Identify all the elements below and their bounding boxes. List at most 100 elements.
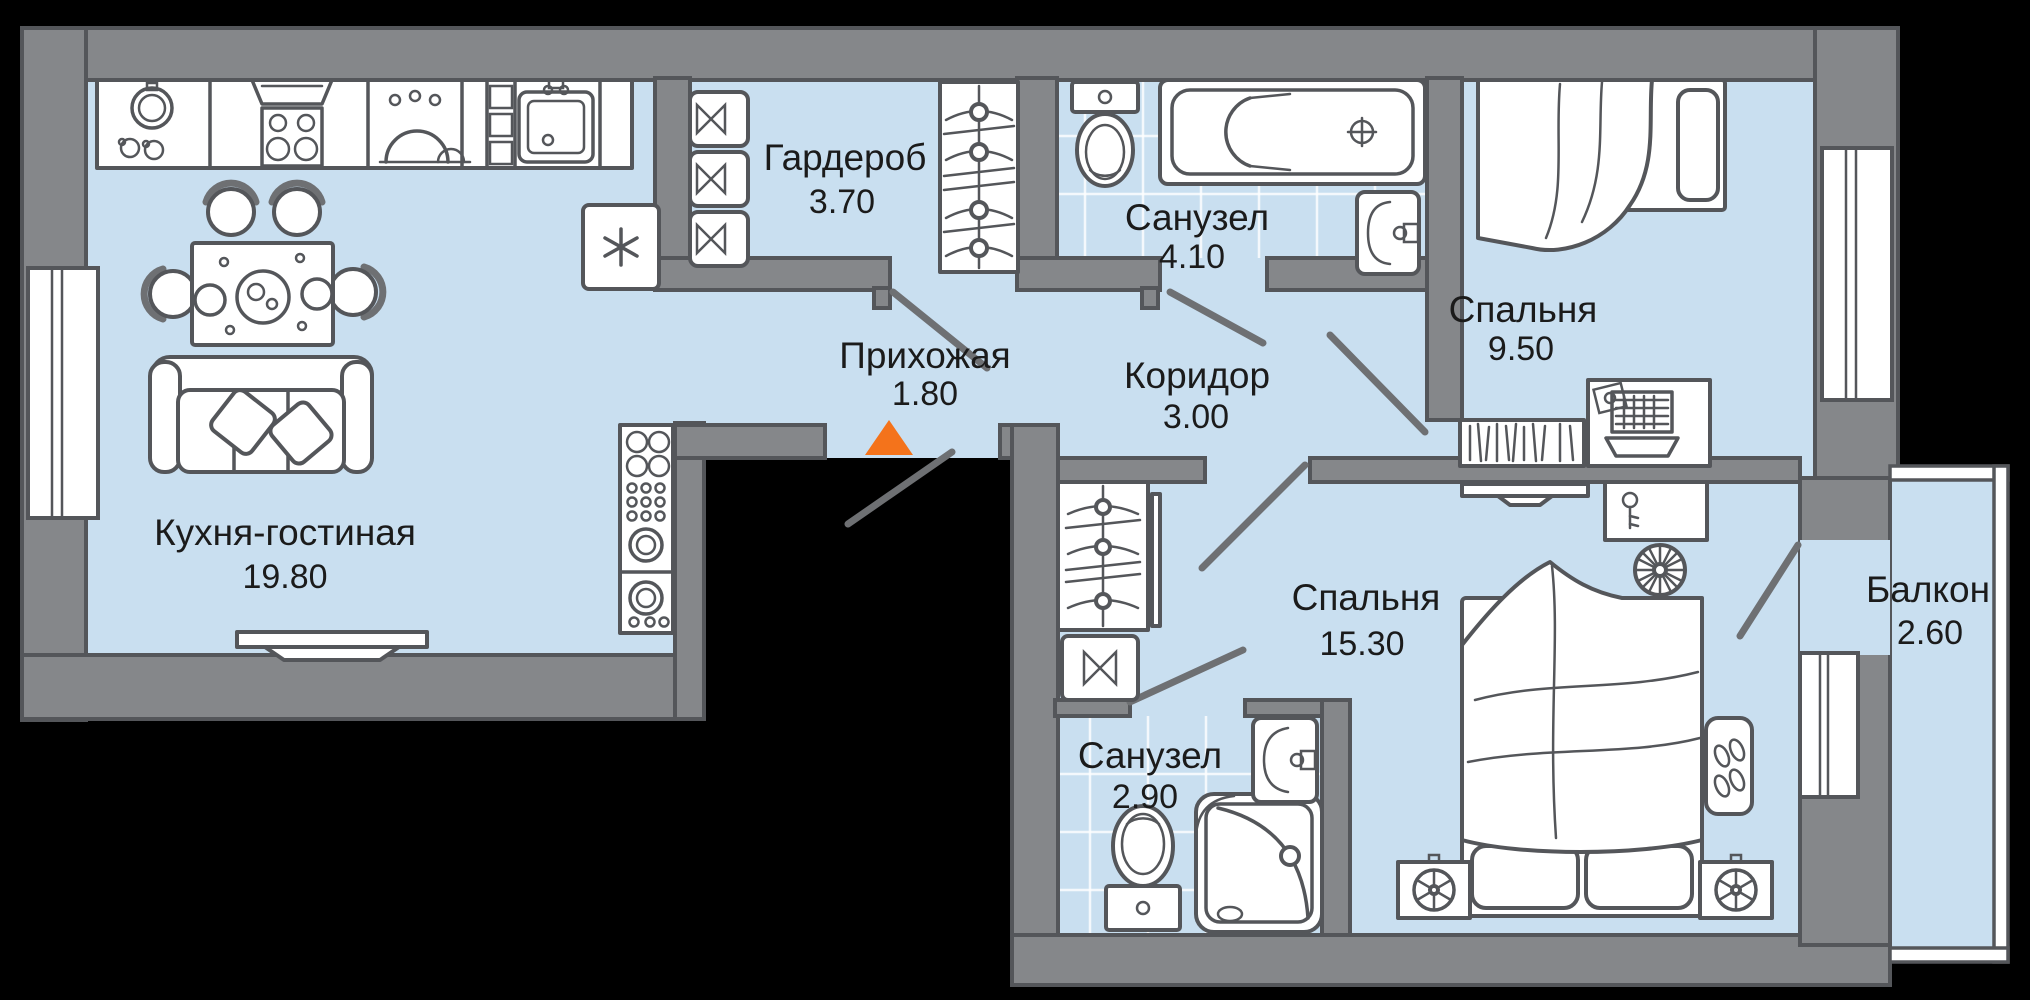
wardrobe-door-swing	[889, 288, 991, 372]
sliding-door-panel	[1150, 492, 1162, 628]
stool-icon	[1633, 543, 1687, 597]
pot-icon	[117, 81, 174, 161]
dining-table	[190, 241, 335, 347]
fridge-icon	[581, 203, 661, 291]
balcony-door-opening	[1800, 540, 1890, 655]
room-label-corridor: Коридор	[1124, 355, 1270, 396]
toilet-icon	[1104, 804, 1182, 932]
single-bed	[1476, 78, 1727, 253]
door-swings	[889, 288, 1802, 706]
wall-kitchen-right-step	[673, 421, 706, 721]
room-area-bedroom-1: 9.50	[1488, 330, 1554, 368]
bathroom-sink-icon	[1355, 190, 1421, 276]
room-area-bathroom-1: 4.10	[1159, 238, 1225, 276]
room-label-wardrobe: Гардероб	[764, 137, 927, 178]
wall-bathroom1-doorpost	[1140, 286, 1160, 310]
floor-balcony	[1890, 478, 1994, 952]
bathroom-2-door-swing	[1126, 646, 1247, 706]
slippers-icon	[1713, 738, 1746, 798]
cooker-hood-icon	[250, 78, 334, 106]
folded-clothes-icon	[695, 101, 727, 257]
bedroom-2-furniture	[1056, 480, 1774, 920]
window-kitchen-left	[26, 266, 100, 520]
wardrobe-storage-boxes	[688, 90, 750, 268]
window-bedroom-1-right	[1820, 146, 1894, 402]
washing-machine-icon	[1060, 634, 1140, 702]
hanger-icon	[942, 102, 1016, 258]
kitchen-counter	[95, 78, 634, 170]
wall-wardrobe-doorpost	[872, 286, 892, 310]
chair	[328, 263, 387, 321]
room-area-hallway: 1.80	[892, 375, 958, 413]
wall-entry-left	[673, 423, 827, 460]
wall-bathroom1-bottom-left	[1015, 256, 1162, 292]
wall-kitchen-bottom	[20, 653, 706, 721]
entrance-door-swing	[844, 448, 956, 528]
shelving-unit	[618, 423, 675, 635]
pillow-icon	[1584, 844, 1694, 910]
kitchen-sink-icon	[517, 78, 595, 164]
tv-bedroom	[1460, 482, 1590, 507]
dining-set	[140, 179, 387, 347]
room-area-corridor: 3.00	[1163, 398, 1229, 436]
wall-bottom	[1010, 933, 1892, 987]
room-area-wardrobe: 3.70	[809, 183, 875, 221]
room-label-bathroom-2: Санузел	[1078, 735, 1222, 776]
blanket	[1476, 78, 1654, 253]
toilet-icon	[1070, 80, 1140, 188]
bathtub-icon	[1158, 78, 1427, 186]
balcony-railing	[1888, 464, 2010, 964]
double-bed	[1460, 560, 1704, 918]
room-area-bedroom-2: 15.30	[1319, 625, 1404, 663]
sofa	[148, 355, 374, 474]
nightstand	[1704, 716, 1754, 816]
entrance-arrow-icon	[865, 420, 913, 455]
fan-unit-left	[1396, 853, 1472, 920]
window-bedroom-2-balcony	[1798, 651, 1860, 799]
pillow-icon	[268, 400, 334, 466]
counter-shelf-column	[488, 84, 514, 166]
chair	[140, 265, 198, 323]
fan-unit-right	[1698, 853, 1774, 920]
wall-west-bottom-section	[1010, 423, 1060, 987]
dish-rack-icon	[378, 89, 472, 164]
room-label-kitchen-living: Кухня-гостиная	[154, 512, 416, 553]
entrance	[844, 420, 956, 528]
room-area-kitchen-living: 19.80	[242, 558, 327, 596]
wall-bathroom2-right	[1320, 698, 1352, 937]
chair	[268, 179, 326, 237]
bedroom-1-furniture	[1458, 78, 1727, 468]
bathroom-sink-icon	[1251, 716, 1319, 804]
bathroom-2-fixtures	[1104, 716, 1324, 934]
fridge-snowflake-icon	[603, 227, 639, 267]
room-label-bathroom-1: Санузел	[1125, 197, 1269, 238]
room-area-balcony: 2.60	[1897, 614, 1963, 652]
wall-top	[20, 26, 1900, 82]
stove-icon	[260, 106, 324, 168]
wardrobe-strip	[1056, 480, 1162, 632]
bedroom-2-door-swing	[1198, 461, 1309, 572]
bathroom-1-fixtures	[1070, 78, 1427, 276]
wardrobe-hanger-rail	[938, 80, 1020, 274]
room-label-balcony: Балкон	[1866, 569, 1990, 610]
balcony-door-swing	[1736, 541, 1802, 640]
pillow-icon	[1470, 844, 1580, 910]
bedroom-1-door-swing	[1326, 331, 1429, 436]
desk-with-laptop	[1586, 378, 1712, 468]
tv-kitchen	[235, 630, 429, 662]
bookshelf	[1458, 418, 1586, 468]
wall-bathroom2-top-left	[1053, 698, 1132, 718]
room-label-bedroom-1: Спальня	[1449, 289, 1598, 330]
wall-bathroom1-bedroom1	[1425, 76, 1464, 422]
blanket	[1460, 560, 1704, 854]
room-area-bathroom-2: 2.90	[1112, 778, 1178, 816]
room-label-hallway: Прихожая	[839, 335, 1010, 376]
vanity-table	[1603, 480, 1709, 542]
chair	[202, 179, 260, 237]
laptop-icon	[1604, 390, 1680, 458]
bathroom-1-door-swing	[1166, 288, 1267, 347]
pillow-icon	[209, 388, 277, 456]
shower-icon	[1194, 792, 1324, 934]
room-label-bedroom-2: Спальня	[1292, 577, 1441, 618]
